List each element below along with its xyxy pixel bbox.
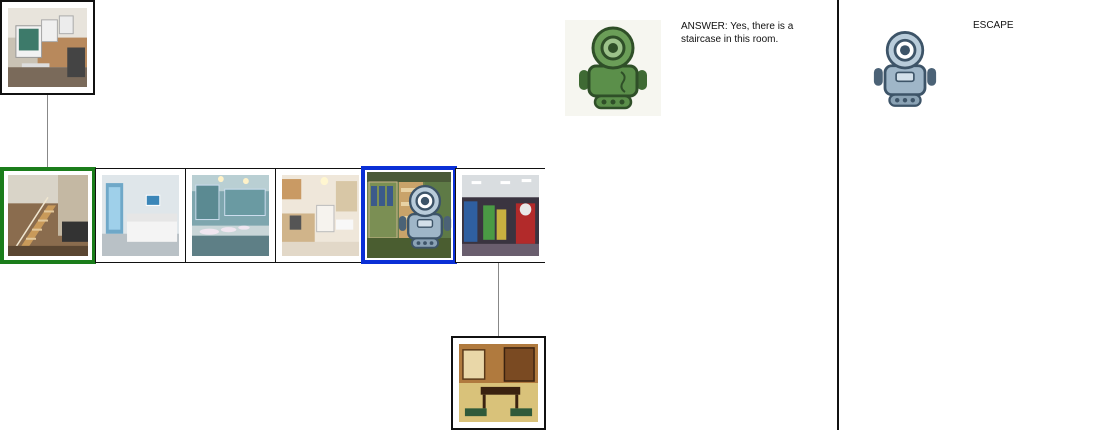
trajectory-node-kitchen[interactable]: [275, 168, 366, 263]
trajectory-node-arcade[interactable]: [455, 168, 545, 263]
escape-label: ESCAPE: [973, 20, 1014, 31]
branch-node-office[interactable]: [0, 0, 95, 95]
scene-image-arcade: [462, 175, 539, 256]
scene-image-bathroom: [192, 175, 269, 256]
scene-image-office: [8, 8, 87, 87]
navigating-agent-robot-icon: [397, 182, 453, 250]
trajectory-node-bathroom[interactable]: [185, 168, 276, 263]
scene-image-dining-room: [459, 344, 538, 422]
scene-image-kitchen: [282, 175, 359, 256]
trajectory-node-closet-current[interactable]: [361, 166, 457, 264]
panel-divider: [837, 0, 839, 430]
trajectory-node-bedroom[interactable]: [95, 168, 186, 263]
trajectory-node-staircase[interactable]: [0, 167, 96, 264]
scene-image-bedroom: [102, 175, 179, 256]
escape-agent-robot-icon: [870, 28, 940, 108]
branch-connector-top: [47, 94, 48, 168]
answer-agent-robot-icon: [565, 20, 661, 116]
answer-text: ANSWER: Yes, there is a staircase in thi…: [681, 21, 794, 45]
branch-node-dining-room[interactable]: [451, 336, 546, 430]
branch-connector-bottom: [498, 262, 499, 336]
scene-image-staircase: [8, 175, 88, 256]
